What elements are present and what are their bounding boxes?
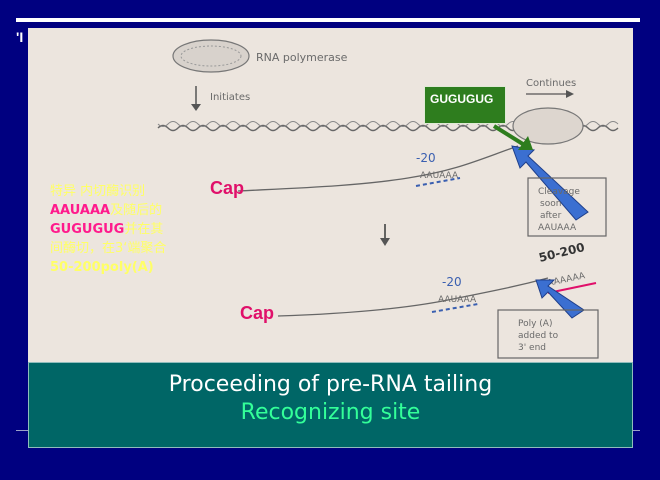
cleavage-note-2: soon bbox=[540, 199, 561, 209]
aauaaa-bottom: AAUAAA bbox=[438, 295, 477, 305]
process-down-arrow-icon bbox=[380, 238, 390, 246]
polya-note-box bbox=[497, 309, 599, 359]
polya-arrow-icon bbox=[535, 279, 585, 319]
note-line-2: 及随后的 bbox=[110, 203, 163, 218]
rna-transcript-top bbox=[237, 145, 519, 192]
polya-note-2: added to bbox=[518, 331, 559, 341]
cleavage-note-3: after bbox=[540, 211, 562, 221]
cleavage-note-4: AAUAAA bbox=[538, 223, 577, 233]
polya-note-1: Poly (A) bbox=[518, 319, 552, 329]
note-line-1: 特异 内切酶识别 bbox=[50, 184, 146, 199]
note-line-3: 并在其 bbox=[124, 222, 164, 237]
rna-polymerase-label: RNA polymerase bbox=[256, 51, 348, 64]
caption-banner: Proceeding of pre-RNA tailing Recognizin… bbox=[28, 362, 633, 448]
banner-title: Proceeding of pre-RNA tailing bbox=[168, 372, 493, 397]
cap-label-top: Cap bbox=[210, 178, 245, 198]
transcription-diagram: RNA polymerase Initiates Continues -20 A… bbox=[157, 39, 619, 359]
polya-range: 50-200 bbox=[537, 240, 586, 265]
rna-transcript-bottom bbox=[277, 277, 549, 317]
minus20-top: -20 bbox=[416, 151, 436, 165]
rna-polymerase-shape bbox=[172, 39, 250, 73]
polya-note-3: 3' end bbox=[518, 343, 546, 353]
gugugug-label: GUGUGUG bbox=[424, 86, 506, 124]
green-pointer-icon bbox=[518, 136, 533, 150]
cap-label-bottom: Cap bbox=[240, 303, 275, 323]
note-seq-gugugug: GUGUGUG bbox=[50, 222, 125, 237]
aauaaa-top: AAUAAA bbox=[420, 171, 459, 181]
right-arrow-icon bbox=[566, 90, 574, 98]
note-seq-aauaaa: AAUAAA bbox=[50, 203, 111, 218]
cleavage-note-1: Cleavage bbox=[538, 187, 580, 197]
minus20-bottom: -20 bbox=[442, 275, 462, 289]
chinese-annotation: 特异 内切酶识别 AAUAAA及随后的 GUGUGUG并在其 间酶切，在3‘端聚… bbox=[50, 182, 215, 277]
cleavage-note-box bbox=[527, 177, 607, 237]
note-line-5: 50-200poly(A) bbox=[50, 260, 154, 275]
scanned-figure: RNA polymerase Initiates Continues -20 A… bbox=[28, 28, 633, 370]
polymerase-on-dna bbox=[512, 107, 584, 145]
top-rule bbox=[16, 18, 640, 22]
down-arrow-icon bbox=[191, 104, 201, 111]
continues-label: Continues bbox=[526, 78, 576, 89]
banner-subtitle: Recognizing site bbox=[240, 400, 421, 425]
note-line-4: 间酶切，在3‘端聚合 bbox=[50, 241, 167, 256]
initiates-label: Initiates bbox=[210, 92, 250, 103]
corner-mark: 'I bbox=[16, 29, 24, 45]
